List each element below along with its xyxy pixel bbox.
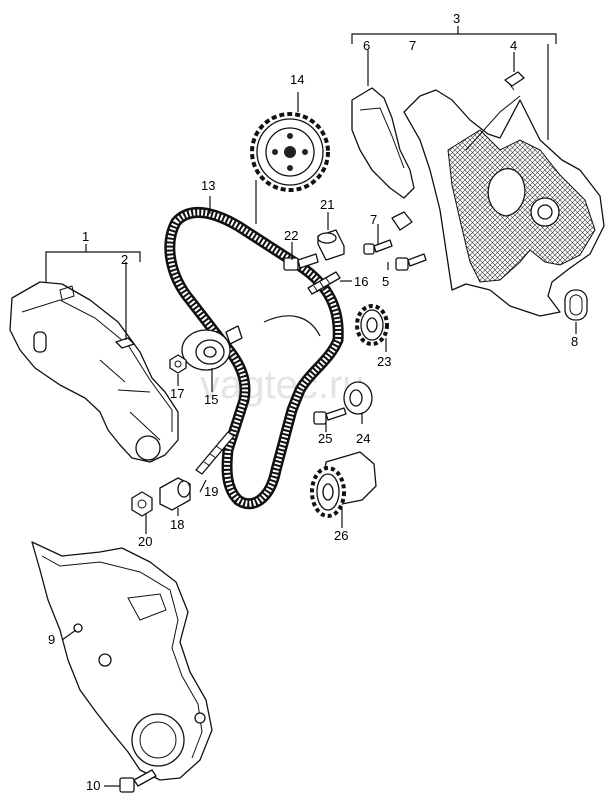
stud-16[interactable] (307, 271, 341, 295)
water-pump[interactable] (310, 451, 377, 518)
callout-14: 14 (290, 72, 304, 87)
bolt-5[interactable] (395, 253, 427, 271)
callout-25: 25 (318, 431, 332, 446)
callout-7: 7 (370, 212, 377, 227)
callout-3: 3 (453, 11, 460, 26)
bolt-25[interactable] (313, 407, 347, 425)
bolt-7[interactable] (363, 239, 393, 255)
callout-4: 4 (510, 38, 517, 53)
callout-13: 13 (201, 178, 215, 193)
nut-20[interactable] (131, 491, 153, 517)
callout-18: 18 (170, 517, 184, 532)
callout-2: 2 (121, 252, 128, 267)
callout-26: 26 (334, 528, 348, 543)
camshaft-sprocket[interactable] (250, 112, 330, 192)
watermark-text: vagtec.ru (200, 363, 365, 407)
callout-9: 9 (48, 632, 55, 647)
callout-10: 10 (86, 778, 100, 793)
callout-17: 17 (170, 386, 184, 401)
bolt-22[interactable] (283, 253, 319, 271)
spacer-21[interactable] (317, 229, 345, 261)
cover-part-6[interactable] (351, 87, 415, 231)
bushing-18[interactable] (159, 477, 191, 511)
callout-23: 23 (377, 354, 391, 369)
callout-5: 5 (382, 274, 389, 289)
callout-7-top: 7 (409, 38, 416, 53)
seal-8[interactable] (564, 289, 588, 321)
bolt-10[interactable] (119, 769, 157, 793)
clip-4[interactable] (504, 71, 525, 91)
callout-21: 21 (320, 197, 334, 212)
sprocket-23[interactable] (355, 304, 389, 346)
nut-17[interactable] (169, 354, 187, 374)
rear-timing-cover[interactable] (403, 89, 605, 317)
lower-timing-cover[interactable] (31, 541, 213, 781)
callout-24: 24 (356, 431, 370, 446)
cover-clip-2[interactable] (115, 337, 135, 349)
tensioner-pulley[interactable] (181, 325, 243, 371)
leader-lines (45, 26, 577, 787)
stud-19[interactable] (195, 431, 235, 475)
callout-16: 16 (354, 274, 368, 289)
callout-20: 20 (138, 534, 152, 549)
callout-19: 19 (204, 484, 218, 499)
idler-pulley-24[interactable] (343, 381, 373, 415)
callout-6: 6 (363, 38, 370, 53)
callout-15: 15 (204, 392, 218, 407)
callout-1: 1 (82, 229, 89, 244)
callout-labels: 1 2 3 4 5 6 7 7 8 9 10 13 14 15 16 17 18… (48, 11, 578, 793)
callout-22: 22 (284, 228, 298, 243)
callout-8: 8 (571, 334, 578, 349)
upper-timing-cover[interactable] (9, 281, 179, 463)
